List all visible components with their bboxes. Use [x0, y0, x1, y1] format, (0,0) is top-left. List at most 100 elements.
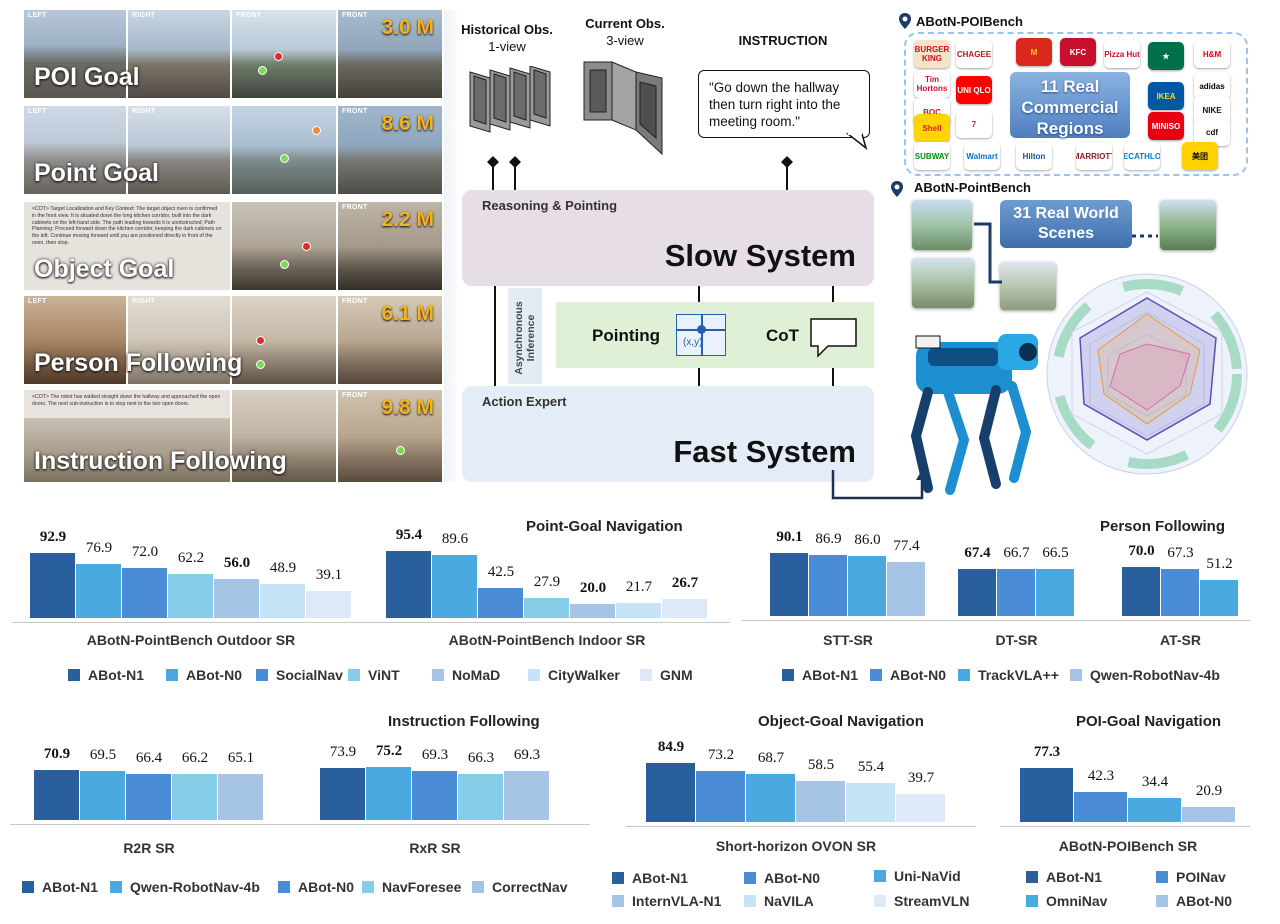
chart-baseline: [626, 826, 976, 827]
brand-logo: ★: [1148, 42, 1184, 70]
camera-label: LEFT: [28, 12, 47, 19]
camera-label: FRONT: [342, 204, 368, 211]
brand-logo: CHAGEE: [956, 40, 992, 68]
legend-swatch: [278, 881, 290, 893]
bar-instruction-3: [458, 774, 503, 820]
task-row-poi-goal: LEFT RIGHT FRONT POI Goal FRONT 3.0 M: [24, 10, 442, 98]
brand-logo: Walmart: [964, 142, 1000, 170]
legend-item-pointgoal: ABot-N1: [68, 667, 144, 683]
camera-view-front: [232, 202, 336, 290]
legend-swatch: [110, 881, 122, 893]
cot-text-box: <COT> Target Localization and Key Contex…: [24, 202, 230, 290]
object-chart-title: Object-Goal Navigation: [758, 713, 924, 730]
task-title: Point Goal: [34, 159, 159, 187]
distance-readout: 3.0 M: [381, 16, 434, 39]
bar-value-label: 69.3: [421, 747, 449, 763]
scene-thumb: [1000, 262, 1056, 310]
camera-label: FRONT: [236, 12, 262, 19]
instruction-bubble: "Go down the hallway then turn right int…: [698, 70, 870, 138]
task-title: Person Following: [34, 349, 243, 377]
brand-logo: DECATHLON: [1124, 142, 1160, 170]
camera-label: FRONT: [342, 298, 368, 305]
bar-instruction-0: [320, 768, 365, 820]
legend-item-object: Uni-NaVid: [874, 868, 961, 884]
bar-value-label: 77.4: [893, 538, 920, 554]
slow-system-box: Reasoning & Pointing Slow System: [462, 190, 874, 286]
legend-item-pointgoal: SocialNav: [256, 667, 343, 683]
brand-logo: Hilton: [1016, 142, 1052, 170]
pointbench-title: ABotN-PointBench: [914, 180, 1031, 195]
legend-label: SocialNav: [276, 667, 343, 683]
bar-value-label: 51.2: [1206, 556, 1233, 572]
distance-readout: 9.8 M: [381, 396, 434, 419]
commercial-regions-tile: [1010, 72, 1130, 138]
legend-item-pointgoal: ABot-N0: [166, 667, 242, 683]
fast-system-label: Fast System: [673, 434, 856, 469]
legend-swatch: [256, 669, 268, 681]
robot-dog-image: [910, 334, 1038, 495]
bar-person-0: [770, 553, 808, 616]
pointing-icon: (x,y): [676, 314, 726, 356]
camera-label: FRONT: [342, 12, 368, 19]
bar-instruction-4: [218, 774, 263, 820]
legend-item-person: TrackVLA++: [958, 667, 1059, 683]
bar-value-label: 62.2: [177, 550, 205, 566]
camera-label: FRONT: [342, 392, 368, 399]
bar-person-1: [997, 569, 1035, 616]
bar-poi-1: [1074, 792, 1127, 822]
legend-swatch: [348, 669, 360, 681]
legend-swatch: [1156, 895, 1168, 907]
async-inference-box: Asynchronous Inference: [508, 288, 542, 384]
person-chart-title: Person Following: [1100, 518, 1226, 535]
poibench-title: ABotN-POIBench: [916, 14, 1023, 29]
legend-label: Qwen-RobotNav-4b: [1090, 667, 1220, 683]
bar-value-label: 86.0: [854, 532, 881, 548]
bar-instruction-1: [366, 767, 411, 820]
target-marker: [274, 52, 283, 61]
task-row-point-goal: LEFT RIGHT Point Goal FRONT 8.6 M: [24, 106, 442, 194]
distance-readout: 6.1 M: [381, 302, 434, 325]
bar-value-label: 48.9: [269, 560, 297, 576]
bar-value-label: 69.5: [89, 747, 117, 763]
bar-instruction-2: [412, 771, 457, 820]
bar-pointgoal-5: [260, 584, 305, 618]
scene-thumb: [912, 258, 974, 308]
bar-value-label: 86.9: [815, 531, 842, 547]
metric-label-poi: ABotN-POIBench SR: [1058, 838, 1198, 854]
bar-value-label: 89.6: [441, 531, 469, 547]
diamond-marker: [509, 156, 521, 168]
bar-instruction-3: [172, 774, 217, 820]
legend-item-instruction: NavForesee: [362, 879, 461, 895]
task-title: POI Goal: [34, 63, 140, 91]
camera-view-front: FRONT: [232, 10, 336, 98]
legend-swatch: [958, 669, 970, 681]
speech-bubble-icon: [810, 318, 857, 358]
legend-swatch: [1026, 895, 1038, 907]
front-view-distance: FRONT 9.8 M: [338, 390, 442, 482]
metric-label-pointgoal: ABotN-PointBench Indoor SR: [448, 632, 646, 648]
fast-system-box: Action Expert Fast System: [462, 386, 874, 482]
connector-historical-2: [514, 162, 516, 190]
scene-thumb: [1160, 200, 1216, 250]
bar-instruction-2: [126, 774, 171, 820]
slow-system-label: Slow System: [664, 238, 856, 273]
bar-value-label: 76.9: [85, 540, 113, 556]
camera-label: RIGHT: [132, 12, 156, 19]
camera-view-front: [232, 390, 336, 482]
bar-person-2: [1036, 569, 1074, 616]
legend-label: NoMaD: [452, 667, 501, 683]
legend-label: ABot-N0: [1176, 893, 1232, 909]
metric-label-instruction: R2R SR: [123, 840, 175, 856]
legend-swatch: [22, 881, 34, 893]
bar-person-1: [1161, 569, 1199, 616]
bar-object-0: [646, 763, 695, 822]
metric-label-person: AT-SR: [1160, 632, 1201, 648]
bar-pointgoal-3: [524, 598, 569, 618]
radar-chart: [1046, 273, 1248, 475]
bar-object-2: [746, 774, 795, 822]
route-line: [974, 222, 1158, 284]
camera-label: RIGHT: [132, 298, 156, 305]
legend-label: CorrectNav: [492, 879, 568, 895]
target-marker: [312, 126, 321, 135]
target-marker: [256, 336, 265, 345]
